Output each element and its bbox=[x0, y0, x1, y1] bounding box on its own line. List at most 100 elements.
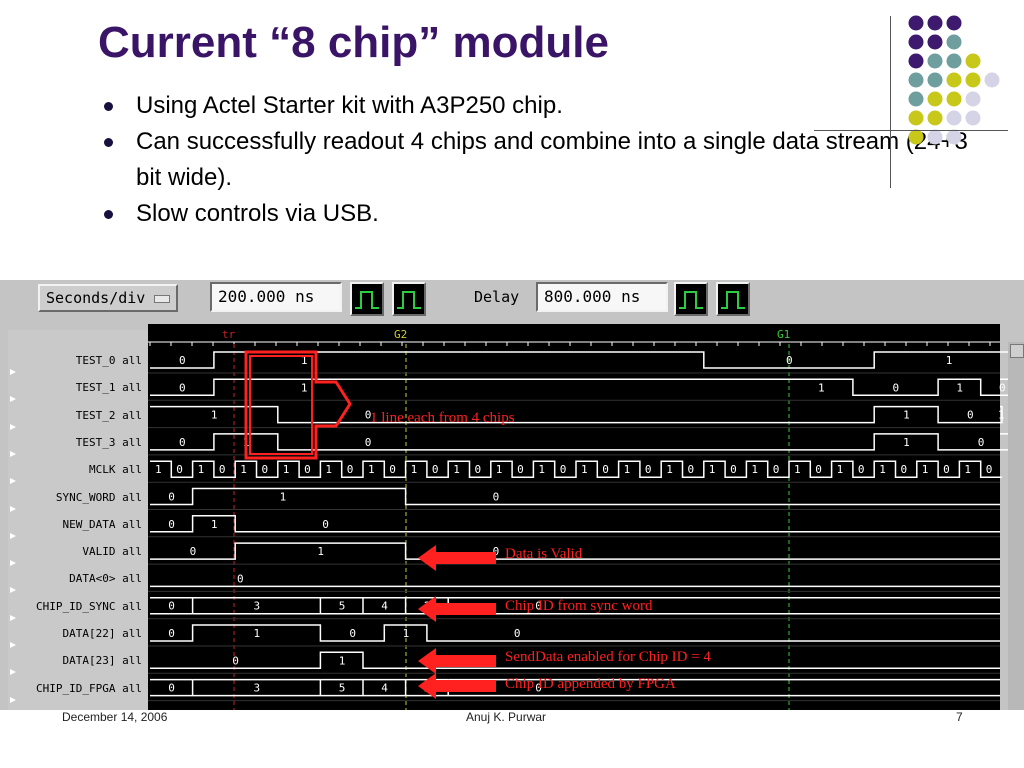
bullet-text: Using Actel Starter kit with A3P250 chip… bbox=[136, 92, 563, 119]
signal-name[interactable]: TEST_1 all bbox=[75, 381, 142, 395]
signal-expand-icon[interactable] bbox=[10, 532, 16, 539]
signal-value-label: 0 bbox=[349, 627, 356, 640]
marker-label: G2 bbox=[394, 328, 407, 341]
signal-expand-icon[interactable] bbox=[10, 560, 16, 567]
signal-name[interactable]: CHIP_ID_SYNC all bbox=[36, 599, 142, 613]
clock-value-label: 1 bbox=[496, 463, 503, 476]
clock-value-label: 0 bbox=[645, 463, 652, 476]
logic-analyzer-screenshot: Seconds/div 200.000 ns Delay 800.000 ns … bbox=[0, 280, 1024, 710]
signal-value-label: 1 bbox=[280, 491, 287, 504]
decorative-vertical-line bbox=[890, 16, 891, 188]
bullet-dot bbox=[104, 102, 113, 111]
signal-value-label: 0 bbox=[179, 381, 186, 394]
signal-expand-icon[interactable] bbox=[10, 587, 16, 594]
signal-value-label: 1 bbox=[301, 381, 308, 394]
signal-value-label: 0 bbox=[365, 409, 372, 422]
decorative-dot bbox=[946, 53, 962, 69]
decorative-dot bbox=[946, 110, 962, 126]
signal-trace bbox=[150, 378, 1008, 397]
decorative-dot bbox=[908, 72, 924, 88]
signal-expand-icon[interactable] bbox=[10, 423, 16, 430]
signal-value-label: 0 bbox=[893, 381, 900, 394]
clock-value-label: 0 bbox=[986, 463, 993, 476]
delay-field[interactable]: 800.000 ns bbox=[536, 282, 668, 312]
signal-expand-icon[interactable] bbox=[10, 614, 16, 621]
signal-value-label: 0 bbox=[786, 354, 793, 367]
signal-name[interactable]: MCLK all bbox=[89, 463, 142, 477]
signal-value-label: 1 bbox=[403, 627, 410, 640]
clock-value-label: 0 bbox=[773, 463, 780, 476]
signal-value-label: 1 bbox=[903, 409, 910, 422]
signal-name[interactable]: VALID all bbox=[82, 545, 142, 559]
signal-name[interactable]: DATA[22] all bbox=[62, 627, 142, 640]
decorative-dot bbox=[965, 110, 981, 126]
signal-name[interactable]: DATA[23] all bbox=[62, 654, 142, 668]
signal-value-label: 0 bbox=[168, 518, 175, 531]
clock-value-label: 1 bbox=[240, 463, 247, 476]
signal-name[interactable]: CHIP_ID_FPGA all bbox=[36, 681, 142, 695]
signal-name[interactable]: TEST_0 all bbox=[75, 354, 142, 367]
decorative-dot bbox=[965, 72, 981, 88]
clock-value-label: 0 bbox=[602, 463, 609, 476]
waveform-button[interactable] bbox=[392, 282, 426, 316]
signal-expand-icon[interactable] bbox=[10, 669, 16, 676]
clock-value-label: 1 bbox=[325, 463, 332, 476]
slide-footer: December 14, 2006 Anuj K. Purwar 7 bbox=[0, 710, 1024, 768]
bullet-dot bbox=[104, 138, 113, 147]
chip-id-fpga-annotation: Chip ID appended by FPGA bbox=[505, 676, 676, 692]
decorative-dot bbox=[927, 34, 943, 50]
clock-value-label: 0 bbox=[475, 463, 482, 476]
box-annotation: 1 line each from 4 chips bbox=[370, 410, 515, 426]
signal-expand-icon[interactable] bbox=[10, 396, 16, 403]
bullet-item: Using Actel Starter kit with A3P250 chip… bbox=[104, 88, 996, 124]
decorative-dot bbox=[946, 15, 962, 31]
signal-value-label: 0 bbox=[179, 436, 186, 449]
decorative-dot bbox=[908, 129, 924, 145]
decorative-dot bbox=[927, 53, 943, 69]
decorative-dot bbox=[927, 15, 943, 31]
clock-value-label: 0 bbox=[389, 463, 396, 476]
waveform-button[interactable] bbox=[674, 282, 708, 316]
waveform-button[interactable] bbox=[350, 282, 384, 316]
signal-expand-icon[interactable] bbox=[10, 642, 16, 648]
vertical-scrollbar[interactable] bbox=[1008, 342, 1024, 710]
pulse-icon bbox=[679, 291, 703, 309]
signal-expand-icon[interactable] bbox=[10, 450, 16, 457]
signal-value-label: 1 bbox=[903, 436, 910, 449]
decorative-dot bbox=[927, 91, 943, 107]
clock-value-label: 0 bbox=[432, 463, 439, 476]
signal-value-label: 0 bbox=[365, 436, 372, 449]
decorative-dot bbox=[927, 72, 943, 88]
clock-value-label: 1 bbox=[368, 463, 375, 476]
clock-value-label: 1 bbox=[198, 463, 205, 476]
signal-expand-icon[interactable] bbox=[10, 696, 16, 703]
clock-value-label: 0 bbox=[304, 463, 311, 476]
signal-value-label: 4 bbox=[381, 600, 388, 613]
clock-value-label: 1 bbox=[411, 463, 418, 476]
seconds-div-dropdown[interactable]: Seconds/div bbox=[38, 284, 179, 312]
decorative-dot bbox=[946, 72, 962, 88]
clock-value-label: 1 bbox=[709, 463, 716, 476]
decorative-dot bbox=[908, 110, 924, 126]
signal-name[interactable]: DATA<0> all bbox=[69, 572, 142, 586]
signal-expand-icon[interactable] bbox=[10, 505, 16, 512]
clock-value-label: 1 bbox=[794, 463, 801, 476]
signal-name[interactable]: TEST_2 all bbox=[75, 408, 142, 422]
signal-trace bbox=[150, 433, 1008, 451]
signal-value-label: 1 bbox=[317, 545, 324, 558]
waveform-button[interactable] bbox=[716, 282, 750, 316]
signal-expand-icon[interactable] bbox=[10, 478, 16, 485]
signal-name[interactable]: SYNC_WORD all bbox=[55, 490, 142, 504]
decorative-dot bbox=[946, 91, 962, 107]
signal-name[interactable]: TEST_3 all bbox=[75, 435, 142, 449]
signal-value-label: 0 bbox=[978, 436, 985, 449]
seconds-div-field[interactable]: 200.000 ns bbox=[210, 282, 342, 312]
bullet-item: Slow controls via USB. bbox=[104, 196, 996, 232]
annotation-overlay bbox=[244, 350, 496, 699]
clock-value-label: 0 bbox=[176, 463, 183, 476]
signal-expand-icon[interactable] bbox=[10, 369, 16, 375]
clock-value-label: 1 bbox=[666, 463, 673, 476]
bullet-item: Can successfully readout 4 chips and com… bbox=[104, 124, 996, 196]
signal-name[interactable]: NEW_DATA all bbox=[62, 517, 142, 531]
signal-value-label: 0 bbox=[535, 600, 542, 613]
